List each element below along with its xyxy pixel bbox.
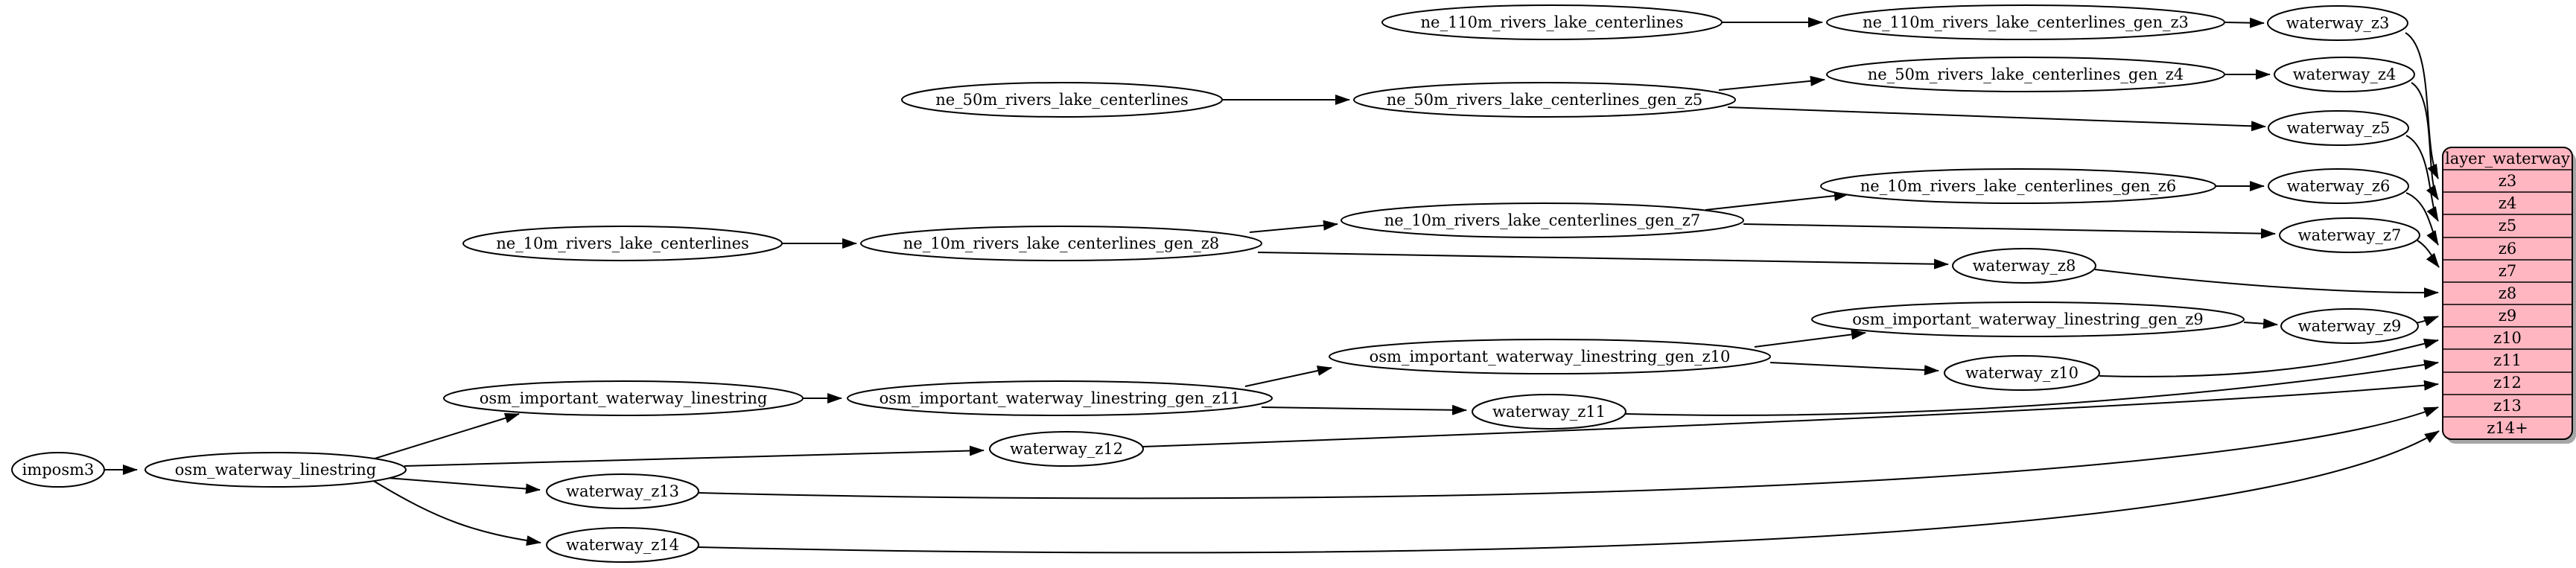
edge-waterway_z8--layer-z8 xyxy=(2094,269,2439,299)
node-ne_110m_rivers_lake_centerlines_gen_z3: ne_110m_rivers_lake_centerlines_gen_z3 xyxy=(1826,4,2225,40)
edge-gen_z3--waterway_z3 xyxy=(2224,17,2265,28)
node-waterway_z7: waterway_z7 xyxy=(2279,217,2420,253)
svg-text:ne_10m_rivers_lake_centerlines: ne_10m_rivers_lake_centerlines xyxy=(496,234,749,252)
layer-table-box xyxy=(2442,147,2573,440)
node-osm_important_waterway_linestring_gen_z11: osm_important_waterway_linestring_gen_z1… xyxy=(847,380,1273,416)
svg-text:osm_important_waterway_linestr: osm_important_waterway_linestring_gen_z1… xyxy=(880,389,1241,407)
node-osm_important_waterway_linestring_gen_z10: osm_important_waterway_linestring_gen_z1… xyxy=(1329,339,1771,374)
edge-waterway_z5--layer-z5 xyxy=(2405,135,2439,222)
edge-gen_z8--gen_z7 xyxy=(1249,220,1338,233)
edge-waterway_z6--layer-z6 xyxy=(2405,192,2439,246)
edge-waterway_z12--layer-z12 xyxy=(1142,380,2439,447)
layer-row-z5: z5 xyxy=(2499,217,2516,234)
node-waterway_z13: waterway_z13 xyxy=(546,473,699,509)
svg-text:ne_110m_rivers_lake_centerline: ne_110m_rivers_lake_centerlines_gen_z3 xyxy=(1863,13,2189,31)
node-waterway_z14: waterway_z14 xyxy=(546,527,699,563)
edge-gen_z5--gen_z4 xyxy=(1718,75,1825,91)
svg-text:ne_50m_rivers_lake_centerlines: ne_50m_rivers_lake_centerlines_gen_z5 xyxy=(1387,91,1702,109)
node-ne_50m_rivers_lake_centerlines: ne_50m_rivers_lake_centerlines xyxy=(901,82,1223,118)
layer-row-z13: z13 xyxy=(2493,397,2522,415)
edge-gen_z8--waterway_z8 xyxy=(1257,252,1949,269)
edge-waterway_z3--layer-z3 xyxy=(2405,32,2439,179)
layer-row-z6: z6 xyxy=(2499,240,2516,258)
layer-row-z12: z12 xyxy=(2493,374,2522,392)
svg-text:waterway_z9: waterway_z9 xyxy=(2298,317,2402,335)
svg-text:osm_important_waterway_linestr: osm_important_waterway_linestring_gen_z9 xyxy=(1852,310,2203,328)
node-waterway_z9: waterway_z9 xyxy=(2280,308,2419,344)
svg-text:waterway_z12: waterway_z12 xyxy=(1010,440,1123,458)
node-imposm3: imposm3 xyxy=(11,452,105,488)
edge-osm_waterway_linestring--waterway_z12 xyxy=(404,445,985,467)
node-ne_10m_rivers_lake_centerlines_gen_z7: ne_10m_rivers_lake_centerlines_gen_z7 xyxy=(1341,202,1744,238)
svg-text:waterway_z14: waterway_z14 xyxy=(566,536,679,554)
edge-waterway_z4--layer-z4 xyxy=(2411,82,2439,200)
svg-text:waterway_z13: waterway_z13 xyxy=(566,482,679,500)
svg-text:waterway_z5: waterway_z5 xyxy=(2287,119,2391,137)
edge-waterway_z11--layer-z11 xyxy=(1625,360,2439,416)
node-waterway_z4: waterway_z4 xyxy=(2274,57,2415,92)
layer-row-z7: z7 xyxy=(2499,262,2516,280)
node-ne_10m_rivers_lake_centerlines: ne_10m_rivers_lake_centerlines xyxy=(462,226,783,261)
svg-text:waterway_z4: waterway_z4 xyxy=(2293,66,2397,83)
svg-text:waterway_z3: waterway_z3 xyxy=(2286,14,2390,32)
layer-row-z10: z10 xyxy=(2493,329,2522,347)
edge-waterway_z7--layer-z7 xyxy=(2417,240,2440,268)
svg-text:ne_50m_rivers_lake_centerlines: ne_50m_rivers_lake_centerlines_gen_z4 xyxy=(1868,66,2184,83)
edge-gen_z9--waterway_z9 xyxy=(2243,318,2278,329)
svg-text:waterway_z10: waterway_z10 xyxy=(1965,364,2079,382)
edge-gen_z10--waterway_z10 xyxy=(1769,362,1939,376)
svg-text:ne_10m_rivers_lake_centerlines: ne_10m_rivers_lake_centerlines_gen_z7 xyxy=(1384,211,1700,229)
svg-text:ne_10m_rivers_lake_centerlines: ne_10m_rivers_lake_centerlines_gen_z8 xyxy=(903,234,1219,252)
node-ne_110m_rivers_lake_centerlines: ne_110m_rivers_lake_centerlines xyxy=(1381,4,1723,40)
edge-osm_waterway_linestring--osm_important_waterway_linestring xyxy=(374,412,520,459)
edge-osm_waterway_linestring--waterway_z13 xyxy=(387,477,541,494)
svg-text:imposm3: imposm3 xyxy=(22,461,95,479)
svg-text:waterway_z11: waterway_z11 xyxy=(1492,403,1606,421)
edge-waterway_z9--layer-z9 xyxy=(2415,316,2439,327)
node-waterway_z3: waterway_z3 xyxy=(2267,5,2408,41)
edge-osm_waterway_linestring--waterway_z14 xyxy=(372,479,541,546)
edge-gen_z10--gen_z9 xyxy=(1754,329,1866,348)
node-waterway_z11: waterway_z11 xyxy=(1472,394,1626,430)
layer-row-z3: z3 xyxy=(2499,172,2516,190)
node-waterway_z12: waterway_z12 xyxy=(989,431,1144,467)
svg-text:ne_10m_rivers_lake_centerlines: ne_10m_rivers_lake_centerlines_gen_z6 xyxy=(1860,177,2176,195)
layer-row-z8: z8 xyxy=(2499,284,2516,302)
edge-gen_z11--waterway_z11 xyxy=(1261,404,1467,415)
layer-table: layer_waterway z3 z4 z5 z6 z7 z8 z9 z10 … xyxy=(2442,147,2576,444)
layer-row-z9: z9 xyxy=(2499,307,2516,325)
svg-text:osm_important_waterway_linestr: osm_important_waterway_linestring_gen_z1… xyxy=(1370,348,1731,366)
svg-text:waterway_z7: waterway_z7 xyxy=(2298,226,2402,244)
node-waterway_z6: waterway_z6 xyxy=(2268,168,2409,204)
edge-gen_z5--waterway_z5 xyxy=(1727,106,2266,132)
layer-row-z14: z14+ xyxy=(2487,419,2528,437)
svg-text:ne_50m_rivers_lake_centerlines: ne_50m_rivers_lake_centerlines xyxy=(935,91,1189,109)
node-waterway_z10: waterway_z10 xyxy=(1944,355,2100,391)
node-ne_50m_rivers_lake_centerlines_gen_z5: ne_50m_rivers_lake_centerlines_gen_z5 xyxy=(1353,82,1736,118)
node-ne_10m_rivers_lake_centerlines_gen_z6: ne_10m_rivers_lake_centerlines_gen_z6 xyxy=(1820,168,2216,204)
node-osm_waterway_linestring: osm_waterway_linestring xyxy=(144,452,407,488)
node-ne_50m_rivers_lake_centerlines_gen_z4: ne_50m_rivers_lake_centerlines_gen_z4 xyxy=(1826,57,2225,92)
layer-table-header: layer_waterway xyxy=(2445,150,2570,167)
svg-text:osm_waterway_linestring: osm_waterway_linestring xyxy=(175,461,376,479)
layer-row-z11: z11 xyxy=(2493,351,2522,369)
edge-waterway_z14--layer-z14 xyxy=(698,430,2440,554)
node-ne_10m_rivers_lake_centerlines_gen_z8: ne_10m_rivers_lake_centerlines_gen_z8 xyxy=(860,226,1262,261)
layer-row-z4: z4 xyxy=(2499,194,2516,212)
svg-text:waterway_z8: waterway_z8 xyxy=(1973,257,2076,275)
edges xyxy=(104,17,2440,554)
node-osm_important_waterway_linestring: osm_important_waterway_linestring xyxy=(443,380,804,416)
node-waterway_z8: waterway_z8 xyxy=(1952,248,2096,284)
node-osm_important_waterway_linestring_gen_z9: osm_important_waterway_linestring_gen_z9 xyxy=(1811,301,2245,337)
edge-gen_z11--gen_z10 xyxy=(1244,366,1332,387)
svg-text:waterway_z6: waterway_z6 xyxy=(2287,177,2391,195)
edge-waterway_z13--layer-z13 xyxy=(698,406,2439,500)
node-waterway_z5: waterway_z5 xyxy=(2268,110,2409,146)
svg-text:osm_important_waterway_linestr: osm_important_waterway_linestring xyxy=(480,389,768,407)
edge-gen_z7--waterway_z7 xyxy=(1743,223,2276,239)
edge-gen_z7--gen_z6 xyxy=(1705,191,1849,211)
svg-text:ne_110m_rivers_lake_centerline: ne_110m_rivers_lake_centerlines xyxy=(1421,13,1684,31)
edge-waterway_z10--layer-z10 xyxy=(2099,338,2439,377)
